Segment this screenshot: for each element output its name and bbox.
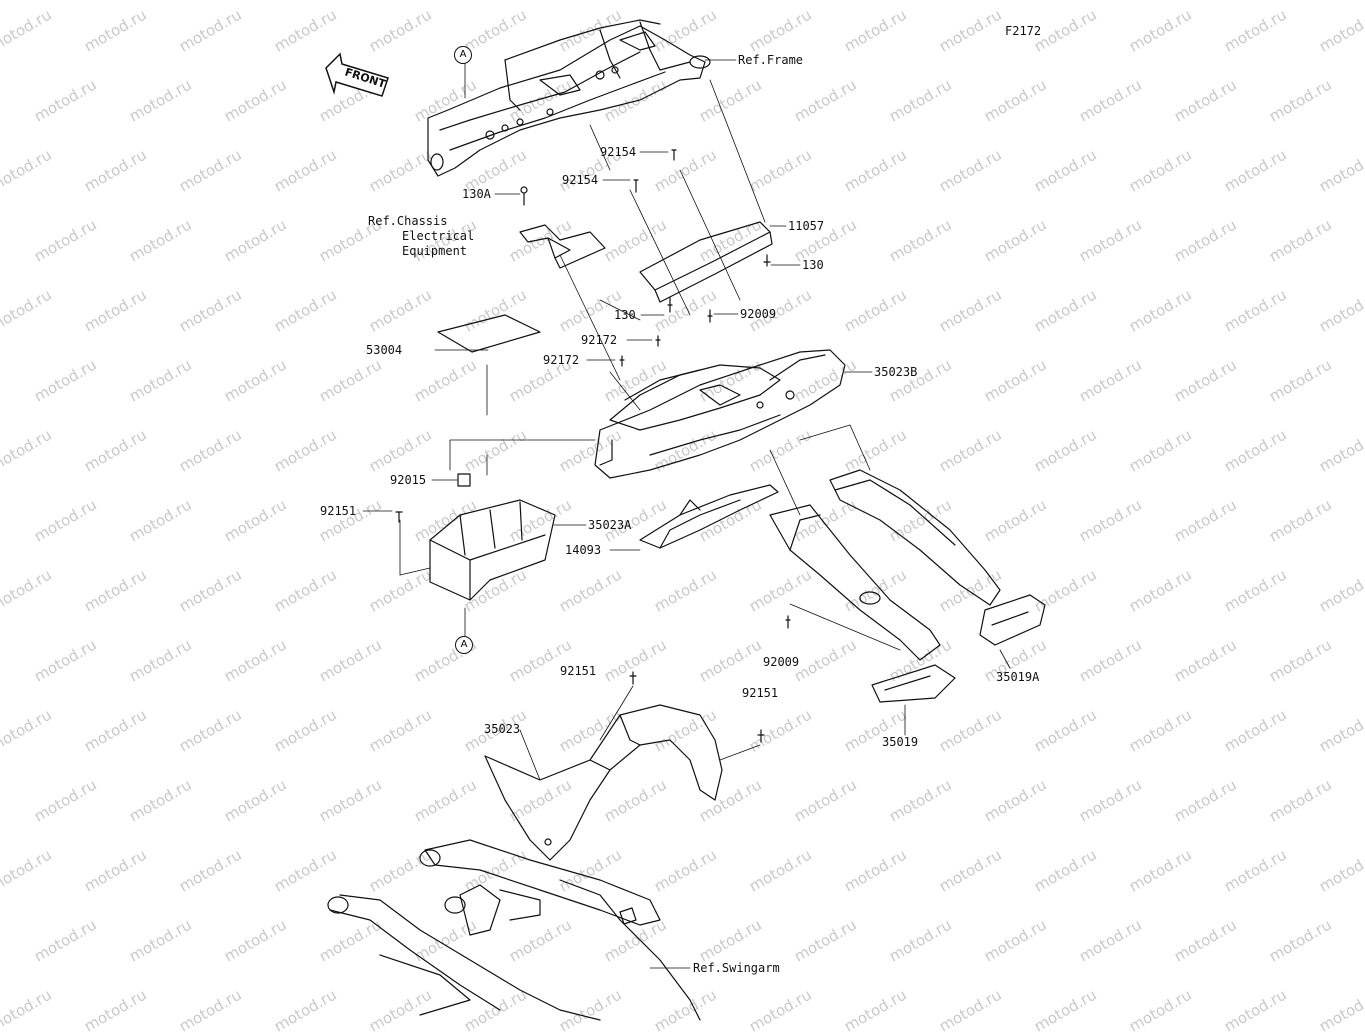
- front-arrow-icon: FRONT: [325, 52, 389, 97]
- part-label-53004: 53004: [366, 343, 403, 357]
- reference-marker-a-bottom: A: [455, 636, 473, 654]
- part-label-35023: 35023: [484, 722, 521, 736]
- cover-14093: [639, 484, 779, 549]
- ref-chassis-label: Ref.Chassis: [368, 214, 448, 228]
- box-35023a: [395, 473, 556, 601]
- ref-swingarm-label: Ref.Swingarm: [693, 961, 780, 975]
- figure-code: F2172: [1005, 24, 1042, 38]
- part-label-11057: 11057: [788, 219, 825, 233]
- ref-electrical-label: Electrical: [402, 229, 475, 243]
- leader-lines: [362, 59, 1011, 969]
- ref-equipment-label: Equipment: [402, 244, 468, 258]
- part-label-92154-a: 92154: [600, 145, 637, 159]
- ref-frame-label: Ref.Frame: [738, 53, 804, 67]
- part-label-92172-a: 92172: [581, 333, 618, 347]
- fender-35023: [484, 671, 765, 861]
- plate-11057: [633, 149, 773, 323]
- rear-frame: [427, 19, 711, 177]
- reference-marker-a-top: A: [454, 46, 472, 64]
- part-label-35023b: 35023B: [874, 365, 918, 379]
- sheet-53004: [437, 314, 541, 353]
- part-label-14093: 14093: [565, 543, 602, 557]
- part-label-35019: 35019: [882, 735, 919, 749]
- part-label-35019a: 35019A: [996, 670, 1040, 684]
- part-label-92009-top: 92009: [740, 307, 777, 321]
- part-label-92009-bottom: 92009: [763, 655, 800, 669]
- swingarm: [327, 839, 701, 1021]
- part-label-130-right: 130: [802, 258, 824, 272]
- part-label-92151-mid: 92151: [560, 664, 597, 678]
- part-label-92154-b: 92154: [562, 173, 599, 187]
- part-label-130a: 130A: [462, 187, 491, 201]
- part-label-92172-b: 92172: [543, 353, 580, 367]
- bracket: [519, 186, 606, 269]
- part-label-92151-right: 92151: [742, 686, 779, 700]
- part-label-92151-left: 92151: [320, 504, 357, 518]
- housing-35023b: [594, 335, 846, 479]
- part-label-130-mid: 130: [614, 308, 636, 322]
- part-label-92015: 92015: [390, 473, 427, 487]
- part-label-35023a: 35023A: [588, 518, 632, 532]
- panel-35019a: [769, 469, 1046, 703]
